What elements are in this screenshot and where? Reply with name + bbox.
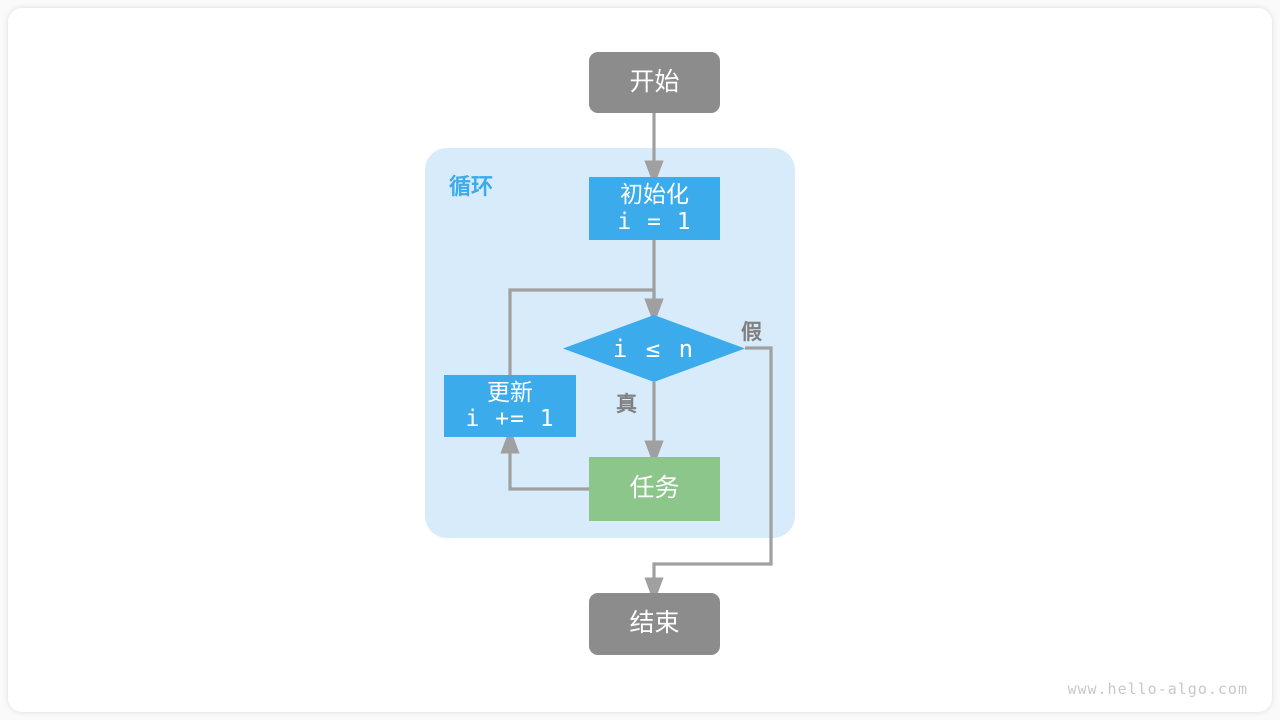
edge-label-false: 假	[741, 321, 762, 344]
node-update-line1: 更新	[487, 378, 533, 405]
edge-condition-false-to-end	[644, 346, 773, 604]
node-task[interactable]: 任务	[589, 457, 720, 521]
node-init-line2: i = 1	[617, 208, 692, 235]
node-init[interactable]: 初始化 i = 1	[589, 177, 720, 240]
edge-task-to-update	[500, 427, 589, 491]
node-update-line2: i += 1	[465, 406, 555, 432]
node-init-line1: 初始化	[620, 181, 689, 208]
node-task-label: 任务	[629, 474, 680, 503]
watermark: www.hello-algo.com	[1067, 680, 1248, 698]
node-start[interactable]: 开始	[589, 52, 720, 113]
node-start-label: 开始	[629, 67, 680, 96]
node-update[interactable]: 更新 i += 1	[444, 375, 576, 437]
diamond-shape	[563, 315, 745, 382]
node-end[interactable]: 结束	[589, 593, 720, 655]
edge-label-true: 真	[616, 393, 637, 416]
node-end-label: 结束	[629, 609, 680, 638]
node-condition-label: i ≤ n	[612, 334, 696, 363]
edge-update-to-condition	[508, 288, 664, 375]
node-condition[interactable]: i ≤ n	[563, 315, 745, 382]
loop-container-label: 循环	[449, 174, 494, 199]
